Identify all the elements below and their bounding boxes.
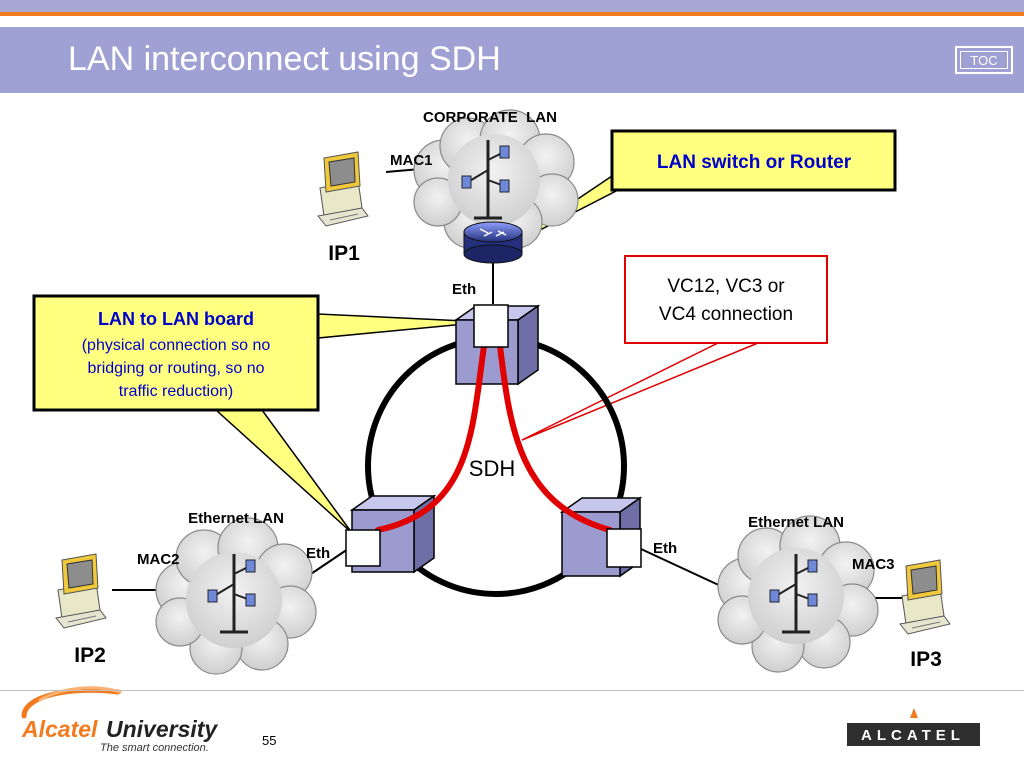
top-stripe: [0, 0, 1024, 12]
sdh-label: SDH: [469, 456, 515, 481]
switch-callout-box: [610, 129, 897, 192]
vc-callout-box: [624, 255, 828, 344]
left-ethernet-lan-cloud: [155, 517, 317, 675]
board-callout-box: [32, 294, 320, 412]
pc-icon-ip3: [899, 559, 951, 635]
toc-button[interactable]: TOC: [955, 46, 1013, 74]
switch-callout-text: LAN switch or Router: [657, 152, 852, 173]
ip3-label: IP3: [910, 648, 942, 671]
alcatel-logo: ALCATEL: [847, 708, 980, 746]
mac2-label: MAC2: [137, 551, 180, 568]
ethernet-lan-left-label: Ethernet LAN: [188, 510, 284, 527]
alcatel-logo-text: ALCATEL: [861, 727, 965, 744]
page-number: 55: [262, 733, 276, 748]
toc-label: TOC: [960, 51, 1008, 69]
eth-left-label: Eth: [306, 545, 330, 562]
board-callout-title: LAN to LAN board: [98, 309, 254, 329]
ip1-label: IP1: [328, 242, 360, 265]
vc-connection-right: [497, 343, 613, 533]
pc-icon-ip2: [55, 553, 107, 629]
corporate-lan-label: CORPORATE LAN: [423, 109, 557, 126]
mac1-label: MAC1: [390, 152, 433, 169]
eth-port-left: [345, 529, 381, 567]
board-callout-line2: bridging or routing, so no: [88, 360, 265, 377]
brand-tagline: The smart connection.: [100, 742, 209, 754]
mac3-label: MAC3: [852, 556, 895, 573]
vc-connection-left: [375, 343, 487, 533]
vc-callout-pointer: [521, 342, 759, 441]
brand-alcatel: Alcatel: [21, 716, 98, 742]
orange-accent-line: [0, 12, 1024, 16]
footer-divider: [0, 690, 1024, 691]
eth-right-label: Eth: [653, 540, 677, 557]
alcatel-university-logo: Alcatel University The smart connection.: [21, 686, 218, 754]
vc-callout-line2: VC4 connection: [659, 304, 793, 325]
eth-top-label: Eth: [452, 281, 476, 298]
ip2-label: IP2: [74, 644, 106, 667]
brand-university: University: [106, 716, 218, 742]
header-band: [0, 27, 1024, 93]
page-title: LAN interconnect using SDH: [68, 40, 501, 78]
router-icon: [463, 221, 523, 264]
vc-callout-line1: VC12, VC3 or: [667, 276, 785, 297]
eth-port-top: [473, 304, 509, 348]
board-callout-line3: traffic reduction): [119, 383, 233, 400]
eth-port-right: [606, 528, 642, 568]
ethernet-lan-right-label: Ethernet LAN: [748, 514, 844, 531]
pc-icon-ip1: [317, 151, 369, 227]
corporate-lan-cloud: [413, 109, 579, 249]
board-callout-line1: (physical connection so no: [82, 337, 271, 354]
